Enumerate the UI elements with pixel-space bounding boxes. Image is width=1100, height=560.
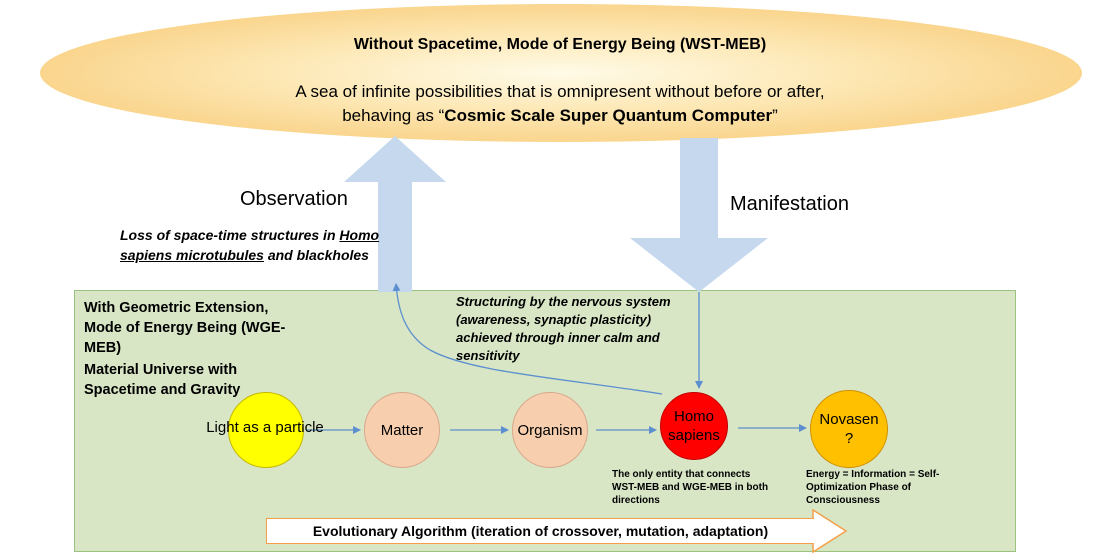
wst-meb-desc-bold: Cosmic Scale Super Quantum Computer bbox=[444, 106, 773, 125]
manifestation-label: Manifestation bbox=[730, 193, 849, 215]
node-novasen: Novasen ? bbox=[810, 390, 888, 468]
observation-label: Observation bbox=[240, 188, 348, 210]
wst-meb-desc-line1: A sea of infinite possibilities that is … bbox=[295, 82, 825, 101]
evolution-arrow-head bbox=[812, 508, 848, 554]
wst-meb-desc-suffix: ” bbox=[772, 106, 778, 125]
wst-meb-ellipse bbox=[40, 4, 1082, 142]
manifestation-arrow bbox=[630, 138, 768, 292]
wst-meb-desc-prefix: behaving as “ bbox=[342, 106, 445, 125]
node-light bbox=[228, 392, 304, 468]
observation-note: Loss of space-time structures in Homo sa… bbox=[120, 225, 390, 265]
node-matter: Matter bbox=[364, 392, 440, 468]
structuring-note: Structuring by the nervous system (aware… bbox=[456, 294, 671, 363]
node-homo-sapiens: Homo sapiens bbox=[660, 392, 728, 460]
observation-note-part1: Loss of space-time structures in bbox=[120, 227, 340, 243]
wst-meb-description: A sea of infinite possibilities that is … bbox=[140, 80, 980, 128]
observation-arrow bbox=[344, 136, 446, 292]
node-novasen-label: Novasen ? bbox=[819, 411, 879, 447]
observation-note-underlined: Homo sapiens microtubules bbox=[120, 227, 380, 263]
observation-connector bbox=[392, 283, 663, 395]
wge-meb-title: With Geometric Extension, Mode of Energy… bbox=[84, 300, 286, 356]
node-matter-label: Matter bbox=[380, 421, 424, 439]
observation-note-part3: and blackholes bbox=[263, 247, 369, 263]
node-organism-label: Organism bbox=[517, 421, 583, 439]
node-light-label: Light as a particle bbox=[206, 419, 324, 436]
wge-meb-subtitle: Material Universe with Spacetime and Gra… bbox=[84, 362, 241, 398]
node-organism: Organism bbox=[512, 392, 588, 468]
novasen-note: Energy = Information = Self-Optimization… bbox=[806, 469, 940, 506]
homo-note: The only entity that connects WST-MEB an… bbox=[612, 469, 769, 506]
evolution-label: Evolutionary Algorithm (iteration of cro… bbox=[266, 518, 814, 544]
wst-meb-title: Without Spacetime, Mode of Energy Being … bbox=[353, 36, 767, 53]
node-homo-label: Homo sapiens bbox=[668, 408, 720, 444]
